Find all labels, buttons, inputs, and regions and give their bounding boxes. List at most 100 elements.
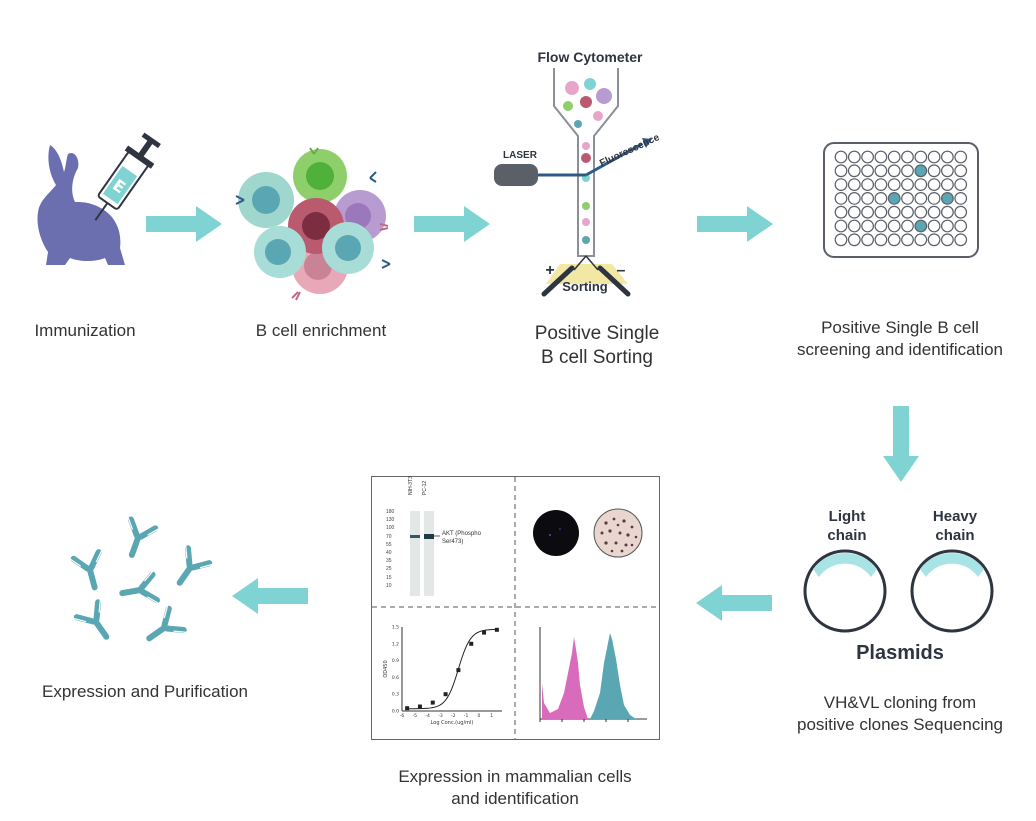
well — [887, 219, 901, 233]
screening-step-label: Positive Single B cell screening and ide… — [770, 317, 1030, 361]
well — [954, 150, 968, 164]
flow-cytometer-title: Flow Cytometer — [537, 49, 643, 65]
wb-marker-label: 100 — [386, 525, 395, 532]
arrow-right-icon — [697, 206, 773, 242]
wb-marker-label: 25 — [386, 566, 392, 573]
elisa-data-point — [417, 704, 422, 709]
plasmids-title: Plasmids — [856, 642, 944, 664]
arrow-right-icon — [414, 206, 490, 242]
well — [927, 192, 941, 205]
wb-marker-label: 35 — [386, 558, 392, 565]
elisa-data-point — [482, 630, 487, 635]
well — [954, 164, 968, 178]
well — [847, 233, 861, 247]
elisa-xtick-label: -4 — [425, 713, 430, 719]
arrow-left-icon — [696, 585, 772, 621]
light-chain-label: Light chain — [812, 507, 882, 545]
wb-marker-label: 15 — [386, 574, 392, 581]
heavy-chain-label: Heavy chain — [920, 507, 990, 545]
well — [874, 233, 888, 247]
well — [927, 150, 941, 164]
well — [874, 192, 888, 205]
well — [887, 205, 901, 219]
well — [847, 178, 861, 191]
well — [887, 164, 901, 178]
positive-well — [887, 192, 901, 205]
wb-band-label-line2: Ser473) — [442, 539, 464, 545]
well — [847, 192, 861, 205]
well — [874, 178, 888, 191]
well — [914, 150, 928, 164]
well — [901, 150, 914, 164]
well — [887, 178, 901, 191]
well — [847, 150, 861, 164]
positive-well — [914, 219, 928, 233]
well — [940, 219, 954, 233]
elisa-data-point — [494, 627, 499, 632]
antibodies-icon — [60, 510, 220, 660]
wb-marker-label: 130 — [386, 517, 395, 524]
well — [901, 205, 914, 219]
well — [874, 219, 888, 233]
well — [940, 233, 954, 247]
well — [861, 205, 874, 219]
wb-marker-label: 70 — [386, 533, 392, 540]
elisa-ylabel: OD450 — [383, 660, 389, 677]
elisa-xtick-label: -1 — [464, 713, 469, 719]
well — [927, 219, 941, 233]
well — [834, 178, 848, 191]
positive-well — [914, 164, 928, 178]
well — [834, 219, 848, 233]
cloning-step-label: VH&VL cloning from positive clones Seque… — [770, 692, 1030, 736]
well — [954, 205, 968, 219]
well — [927, 164, 941, 178]
b-cell-cluster-icon — [235, 147, 391, 301]
well — [940, 178, 954, 191]
elisa-ytick-label: 0.6 — [392, 675, 399, 681]
well — [887, 150, 901, 164]
light-chain-plasmid-icon — [803, 549, 887, 633]
well — [861, 219, 874, 233]
well — [874, 164, 888, 178]
elisa-data-point — [456, 668, 461, 673]
well — [940, 150, 954, 164]
wb-marker-label: 10 — [386, 582, 392, 589]
well-plate-icon — [823, 142, 979, 258]
elisa-data-point — [469, 641, 474, 646]
light-chain-line1: Light — [828, 508, 866, 525]
well — [940, 205, 954, 219]
wb-band-label: AKT (Phospho Ser473) — [442, 530, 481, 546]
elisa-ytick-label: 1.2 — [392, 641, 399, 647]
well — [861, 178, 874, 191]
flow-cytometer-icon — [494, 68, 652, 297]
well — [927, 233, 941, 247]
well — [861, 164, 874, 178]
elisa-xtick-label: -3 — [438, 713, 443, 719]
well — [901, 178, 914, 191]
well — [940, 164, 954, 178]
elisa-xtick-label: 0 — [477, 713, 480, 719]
screening-step-line1: Positive Single B cell — [821, 318, 979, 337]
elisa-xlabel: Log Conc.(ug/ml) — [431, 720, 474, 726]
well — [914, 192, 928, 205]
wb-marker-label: 40 — [386, 550, 392, 556]
flow-histogram-image — [539, 627, 647, 722]
well — [847, 205, 861, 219]
well — [834, 192, 848, 205]
immunization-label: Immunization — [34, 321, 136, 340]
rabbit-immunization-icon: E — [37, 132, 161, 265]
well — [887, 233, 901, 247]
ihc-images — [533, 508, 643, 558]
well — [954, 178, 968, 191]
well — [834, 150, 848, 164]
cloning-step-line1: VH&VL cloning from — [823, 693, 977, 712]
well — [901, 219, 914, 233]
arrow-down-icon — [883, 406, 919, 482]
elisa-data-point — [430, 700, 435, 705]
well — [861, 192, 874, 205]
well — [927, 205, 941, 219]
well — [874, 150, 888, 164]
sorting-label: Sorting — [562, 279, 608, 294]
well — [874, 205, 888, 219]
